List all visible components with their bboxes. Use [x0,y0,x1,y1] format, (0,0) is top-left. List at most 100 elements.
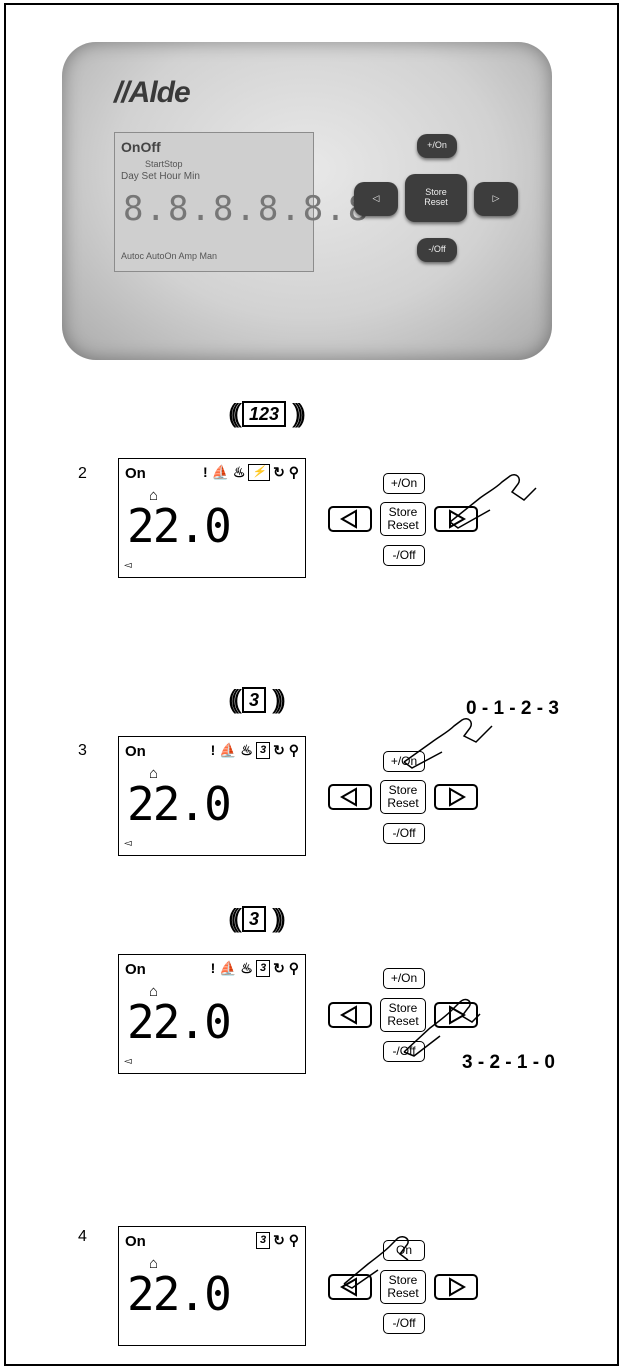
house-icon: ⌂ [149,765,159,782]
left-arrow-icon [339,509,357,529]
temperature-readout: 22.0 [127,777,232,831]
plus-on-key[interactable]: On [383,1240,425,1261]
minus-off-key[interactable]: -/Off [383,545,425,566]
on-indicator: On [125,743,146,760]
lcd-icon-row: ! ⛵ ♨ 3 ↻ ⚲ [211,742,299,759]
left-arrow-icon [339,1005,357,1025]
temperature-readout: 22.0 [127,499,232,553]
speaker-icon: ◅ [124,1056,132,1067]
cycle-plug-icon: ↻ ⚲ [273,464,299,480]
lcd-day-hour-label: Day Set Hour Min [121,171,200,182]
signal-box: 3 [241,686,266,713]
power-level-box: 3 [256,1232,271,1249]
cycle-plug-icon: ↻ ⚲ [273,742,299,758]
signal-waves-right-icon: ))) [272,684,286,714]
left-arrow-key[interactable] [328,784,372,810]
left-arrow-button[interactable]: ◁ [354,182,398,216]
lcd-status-icons: ! ⛵ ♨ [202,464,246,480]
left-arrow-icon [339,787,357,807]
house-icon: ⌂ [149,487,159,504]
right-arrow-icon [449,1005,467,1025]
right-arrow-icon [449,509,467,529]
signal-indicator-3: ((( 3 ))) [228,684,286,715]
pointing-hand-icon [403,998,481,1057]
lcd-startstop-label: StartStop [145,159,183,169]
power-level-box: ⚡ [248,464,271,481]
store-reset-key[interactable]: Store Reset [380,998,426,1032]
left-arrow-key[interactable] [328,506,372,532]
store-reset-key[interactable]: Store Reset [380,780,426,814]
store-reset-key[interactable]: Store Reset [380,502,426,536]
minus-off-button[interactable]: -/Off [417,238,457,262]
speaker-icon: ◅ [124,560,132,571]
lcd-display: On ! ⛵ ♨ 3 ↻ ⚲ ⌂ 22.0 ◅ [118,954,306,1074]
step-number: 4 [78,1228,87,1245]
signal-waves-left-icon: ((( [228,398,242,428]
store-reset-key[interactable]: Store Reset [380,1270,426,1304]
pointing-hand-icon [449,473,537,529]
heater-control-panel-photo: //Alde OnOff StartStop Day Set Hour Min … [62,42,552,360]
cycle-plug-icon: ↻ ⚲ [273,1232,299,1248]
sequence-up-label: 0 - 1 - 2 - 3 [466,698,559,719]
on-indicator: On [125,1233,146,1250]
plus-on-key[interactable]: +/On [383,968,425,989]
device-lcd: OnOff StartStop Day Set Hour Min 8.8.8.8… [114,132,368,272]
signal-waves-left-icon: ((( [228,684,242,714]
signal-box: 123 [241,400,287,427]
signal-box: 3 [241,905,266,932]
power-level-box: 3 [256,742,271,759]
lcd-mode-labels: Autoc AutoOn Amp Man [121,251,218,261]
lcd-display: On ! ⛵ ♨ 3 ↻ ⚲ ⌂ 22.0 ◅ [118,736,306,856]
speaker-icon: ◅ [124,838,132,849]
reset-label: Reset [387,1014,419,1028]
signal-indicator-123: ((( 123 ))) [228,398,306,429]
store-label: Store [388,783,418,798]
right-arrow-key[interactable] [434,784,478,810]
temperature-readout: 22.0 [127,995,232,1049]
on-indicator: On [125,465,146,482]
right-arrow-icon [449,787,467,807]
page-frame [4,3,619,1366]
right-arrow-icon [449,1277,467,1297]
pointing-hand-icon [343,1235,409,1289]
reset-label: Reset [387,1286,419,1300]
lcd-status-icons: ! ⛵ ♨ [210,742,253,758]
left-arrow-key[interactable] [328,1002,372,1028]
reset-label: Reset [387,518,419,532]
house-icon: ⌂ [149,983,159,1000]
brand-logo: //Alde [114,76,191,109]
right-arrow-button[interactable]: ▷ [474,182,518,216]
reset-label: Reset [387,796,419,810]
right-arrow-key[interactable] [434,1274,478,1300]
on-indicator: On [125,961,146,978]
power-level-box: 3 [256,960,271,977]
store-label: Store [388,1001,418,1016]
signal-waves-left-icon: ((( [228,903,242,933]
signal-waves-right-icon: ))) [292,398,306,428]
pointing-hand-icon [403,717,493,769]
lcd-segments: 8.8.8.8.8.8 [123,189,371,229]
minus-off-key[interactable]: -/Off [383,1313,425,1334]
lcd-status-icons: ! ⛵ ♨ [210,960,253,976]
left-arrow-icon [339,1277,357,1297]
temperature-readout: 22.0 [127,1267,232,1321]
sequence-down-label: 3 - 2 - 1 - 0 [462,1052,555,1073]
lcd-icon-row: ! ⛵ ♨ 3 ↻ ⚲ [211,960,299,977]
lcd-icon-row: ! ⛵ ♨ ⚡ ↻ ⚲ [203,464,299,481]
plus-on-key[interactable]: +/On [383,473,425,494]
store-label: Store [388,505,418,520]
cycle-plug-icon: ↻ ⚲ [273,960,299,976]
minus-off-key[interactable]: -/Off [383,823,425,844]
lcd-display: On 3 ↻ ⚲ ⌂ 22.0 [118,1226,306,1346]
signal-indicator-3: ((( 3 ))) [228,903,286,934]
lcd-display: On ! ⛵ ♨ ⚡ ↻ ⚲ ⌂ 22.0 ◅ [118,458,306,578]
house-icon: ⌂ [149,1255,159,1272]
lcd-icon-row: 3 ↻ ⚲ [256,1232,299,1249]
right-arrow-key[interactable] [434,506,478,532]
lcd-onoff-label: OnOff [121,139,161,155]
signal-waves-right-icon: ))) [272,903,286,933]
store-label: Store [388,1273,418,1288]
step-number: 3 [78,742,87,759]
plus-on-button[interactable]: +/On [417,134,457,158]
store-reset-button[interactable]: Store Reset [405,174,467,222]
